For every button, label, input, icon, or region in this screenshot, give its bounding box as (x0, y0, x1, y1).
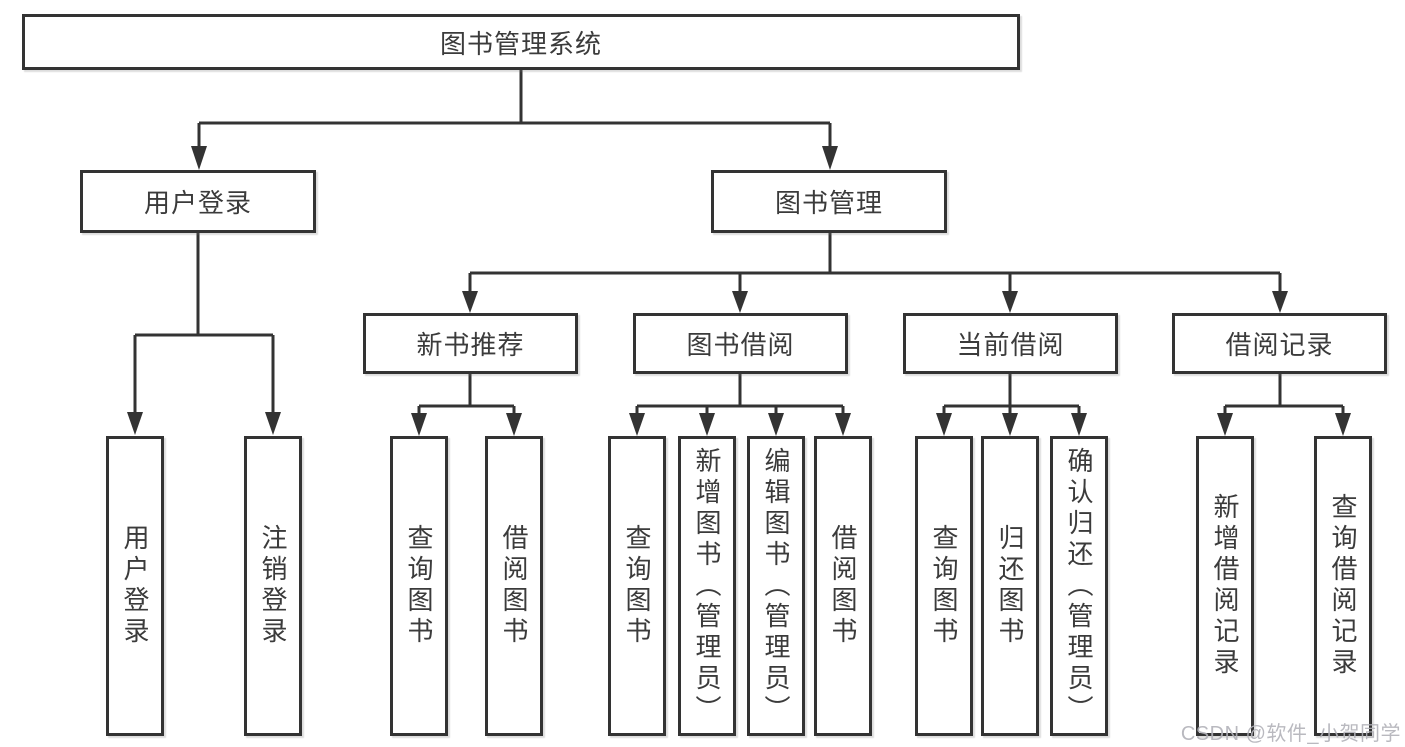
node-user-login-branch: 用户登录 (80, 170, 316, 233)
leaf-borrow-borrow-books: 借阅图书 (814, 436, 872, 736)
leaf-logout: 注销登录 (244, 436, 302, 736)
leaf-current-query-books: 查询图书 (915, 436, 973, 736)
leaf-records-add-record: 新增借阅记录 (1196, 436, 1254, 736)
node-book-management-branch: 图书管理 (711, 170, 947, 233)
watermark: CSDN @软件_小贺同学 (1180, 723, 1401, 745)
leaf-records-query-record: 查询借阅记录 (1314, 436, 1372, 736)
leaf-current-confirm-return-admin: 确认归还（管理员） (1050, 436, 1108, 736)
leaf-recommend-borrow-books: 借阅图书 (485, 436, 543, 736)
leaf-borrow-query-books: 查询图书 (608, 436, 666, 736)
node-current-borrow: 当前借阅 (903, 313, 1118, 374)
arrowheads (127, 146, 1351, 436)
leaf-user-login: 用户登录 (106, 436, 164, 736)
leaf-borrow-add-books-admin: 新增图书（管理员） (678, 436, 736, 736)
node-root: 图书管理系统 (22, 14, 1020, 70)
leaf-borrow-edit-books-admin: 编辑图书（管理员） (747, 436, 805, 736)
leaf-recommend-query-books: 查询图书 (390, 436, 448, 736)
node-borrow-records: 借阅记录 (1172, 313, 1387, 374)
leaf-current-return-books: 归还图书 (981, 436, 1039, 736)
node-book-borrow: 图书借阅 (633, 313, 848, 374)
node-new-book-recommend: 新书推荐 (363, 313, 578, 374)
